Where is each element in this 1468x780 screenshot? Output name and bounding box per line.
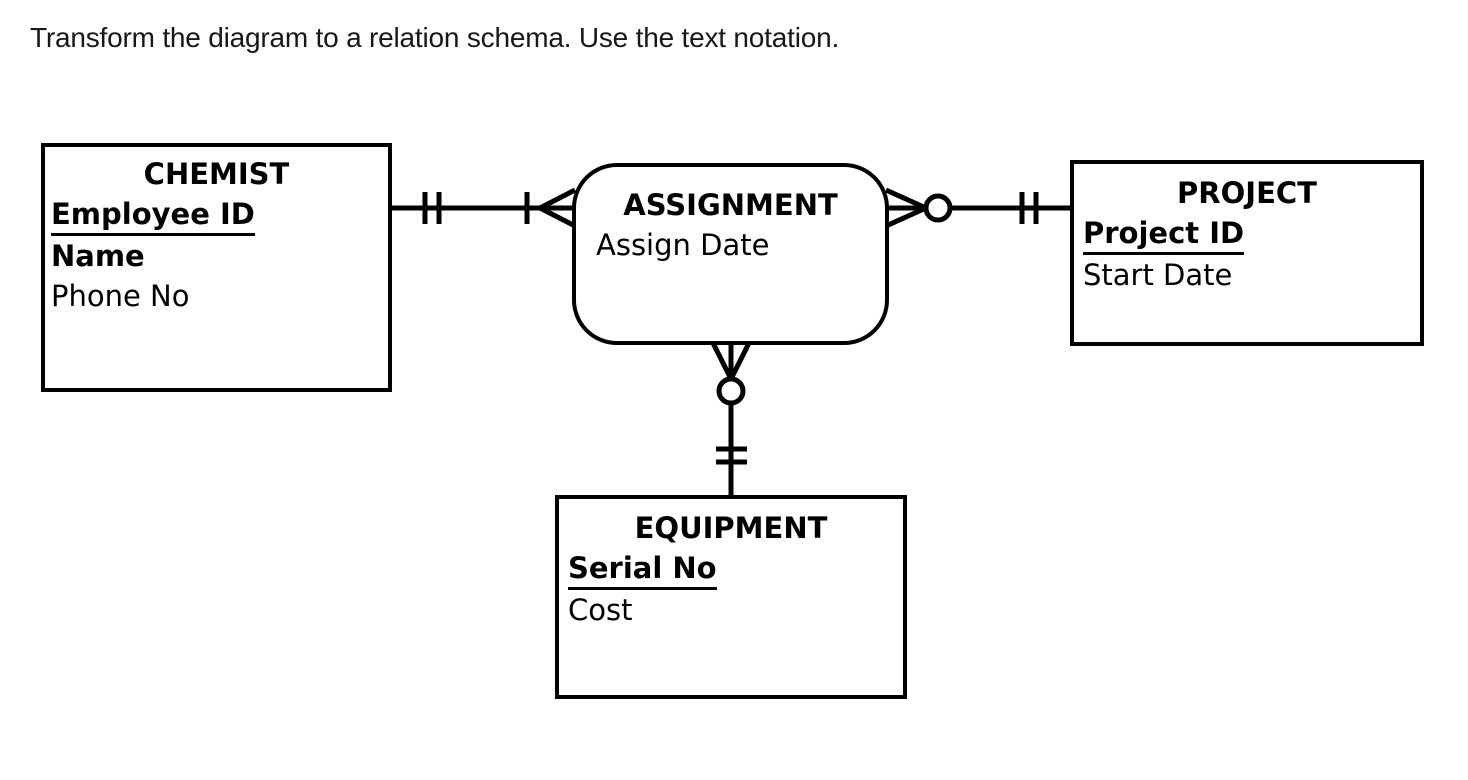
one-and-only-one-marker-chemist-side [422, 192, 442, 224]
entity-assignment: ASSIGNMENT Assign Date [572, 163, 889, 345]
attribute-employee-id: Employee ID [45, 194, 388, 236]
attribute-name: Name [51, 239, 145, 273]
attribute-serial-no-label: Serial No [568, 552, 717, 590]
zero-or-many-marker-assignment-side [884, 187, 953, 229]
assignment-equipment-connector [710, 341, 752, 497]
entity-project: PROJECT Project ID Start Date [1070, 160, 1424, 346]
attribute-phone-no: Phone No [51, 279, 190, 313]
entity-assignment-title: ASSIGNMENT [623, 188, 838, 222]
entity-equipment-title: EQUIPMENT [634, 511, 828, 545]
attribute-employee-id-label: Employee ID [51, 198, 255, 236]
zero-or-many-marker-assignment-side [710, 341, 752, 406]
chemist-assignment-connector [392, 187, 577, 229]
attribute-project-id-label: Project ID [1083, 217, 1245, 255]
attribute-start-date: Start Date [1083, 258, 1233, 292]
one-and-only-one-marker-equipment-side [716, 446, 747, 465]
entity-chemist-title: CHEMIST [143, 157, 290, 191]
assignment-project-connector [884, 187, 1070, 229]
entity-project-title: PROJECT [1177, 176, 1317, 210]
one-or-many-marker-assignment-side [524, 187, 577, 229]
instruction-text: Transform the diagram to a relation sche… [30, 22, 840, 53]
attribute-cost: Cost [568, 593, 633, 627]
attribute-assign-date: Assign Date [596, 228, 770, 262]
one-and-only-one-marker-project-side [1019, 192, 1039, 224]
attribute-project-id: Project ID [1074, 213, 1420, 255]
attribute-serial-no: Serial No [559, 548, 903, 590]
entity-equipment: EQUIPMENT Serial No Cost [555, 495, 907, 699]
entity-chemist: CHEMIST Employee ID Name Phone No [41, 143, 392, 392]
